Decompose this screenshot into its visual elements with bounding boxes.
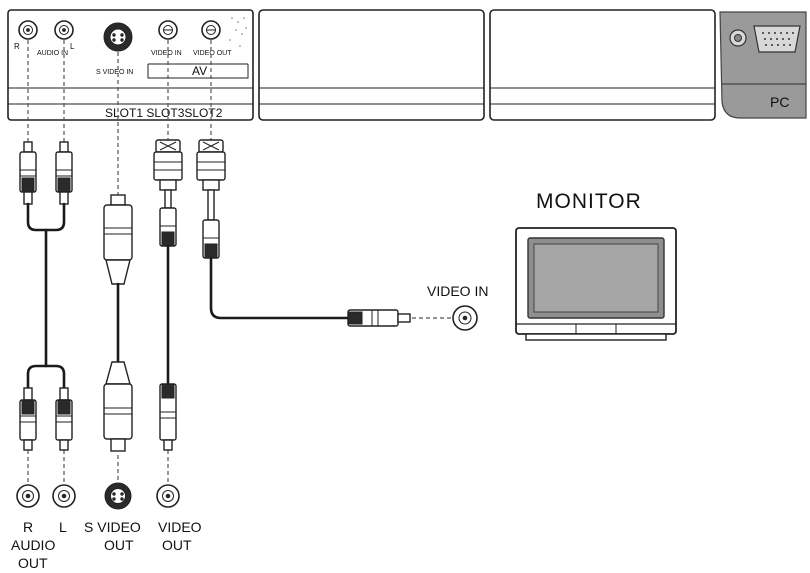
empty-slot-1 [258,9,485,121]
source-video-jack [156,484,180,508]
source-s-video-jack [104,482,132,510]
panel-jack-l-label: L [70,42,75,51]
video-in-cable [153,139,183,451]
s-video-cable [103,194,133,452]
video-out-cable [196,139,411,327]
panel-av-label: AV [192,64,207,78]
panel-jack-r-label: R [14,42,20,51]
audio-plug-top-l [55,141,73,205]
source-l-label: L [59,519,67,535]
source-audio-out-line2: OUT [18,555,48,571]
guide-lines [27,40,452,485]
panel-texture [229,17,247,47]
source-s-video-out-line2: OUT [104,537,134,553]
source-s-video-out-line1: S VIDEO [84,519,141,535]
monitor-icon [515,227,677,341]
source-r-label: R [23,519,33,535]
pc-label: PC [770,94,789,110]
panel-video-out-label: VIDEO OUT [193,50,232,57]
pc-panel: PC [719,11,807,119]
panel-video-in-label: VIDEO IN [151,50,182,57]
panel-slot-label: SLOT1 SLOT3SLOT2 [105,106,223,120]
monitor-video-in-jack [452,305,478,331]
monitor-title: MONITOR [536,190,642,213]
video-out-jack [201,20,221,40]
source-video-out-line1: VIDEO [158,519,202,535]
audio-plug-bottom-l [55,387,73,451]
audio-in-r-jack [18,20,38,40]
audio-plug-top-r [19,141,37,205]
video-in-jack [158,20,178,40]
source-audio-l-jack [52,484,76,508]
panel-audio-in-label: AUDIO IN [37,50,68,57]
source-audio-r-jack [16,484,40,508]
panel-s-video-in-label: S VIDEO IN [96,69,133,76]
source-audio-out-line1: AUDIO [11,537,55,553]
audio-cable [19,141,73,451]
s-video-in-jack [103,22,133,52]
source-video-out-line2: OUT [162,537,192,553]
monitor-video-in-label: VIDEO IN [427,283,488,299]
empty-slot-2 [489,9,716,121]
audio-in-l-jack [54,20,74,40]
audio-plug-bottom-r [19,387,37,451]
